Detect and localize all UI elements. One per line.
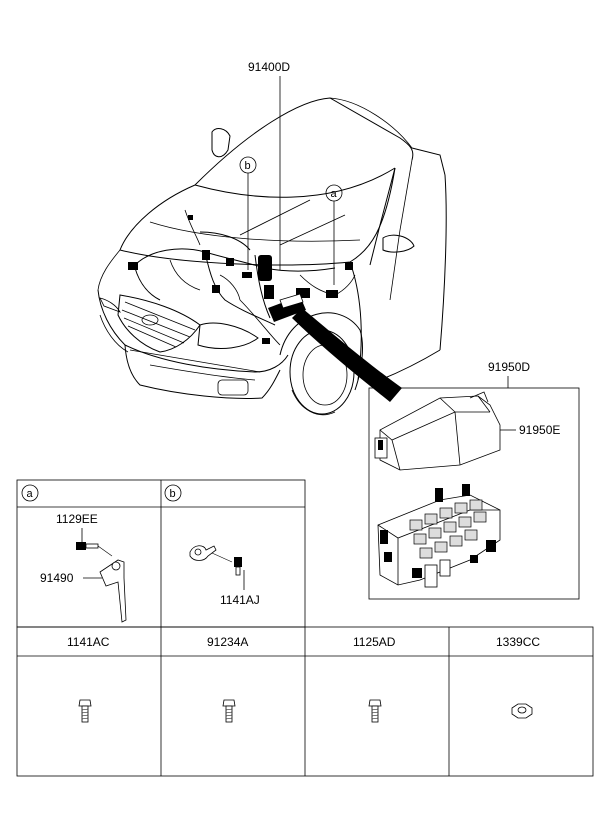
detail-b-bolt-label: 1141AJ [220, 593, 260, 607]
bolt-icon [222, 699, 236, 723]
detail-table: a b 1129EE 91490 1141AJ [16, 479, 306, 628]
nut-icon [511, 703, 533, 719]
detail-b-bolt [234, 557, 242, 576]
part-code-1: 1141AC [67, 635, 110, 649]
fuse-cover-label: 91950E [519, 423, 560, 437]
detail-b-terminal [189, 545, 217, 561]
bolt-icon [368, 699, 382, 723]
detail-a-bracket [99, 559, 127, 623]
svg-text:b: b [245, 160, 251, 172]
bolt-icon [78, 699, 92, 723]
harness-label: 91400D [248, 60, 290, 74]
marker-a: a [325, 184, 343, 285]
fuse-base [377, 484, 501, 588]
detail-a-header: a [27, 488, 34, 500]
part-code-2: 91234A [207, 635, 248, 649]
part-code-3: 1125AD [353, 635, 396, 649]
parts-table: 1141AC 91234A 1125AD 1339CC [16, 626, 594, 777]
marker-b: b [239, 156, 257, 270]
wiring-harness [128, 209, 356, 346]
detail-b-header: b [170, 488, 176, 500]
detail-a-bolt-label: 1129EE [56, 512, 98, 526]
detail-a-bolt [76, 542, 99, 550]
detail-a-marker [21, 484, 39, 502]
pointer-wedge [292, 308, 402, 402]
fuse-box-detail: 91950D 91950E [368, 360, 580, 600]
part-code-4: 1339CC [496, 635, 540, 649]
detail-b-marker [164, 484, 182, 502]
detail-a-bracket-label: 91490 [40, 571, 74, 585]
fuse-box-label: 91950D [488, 360, 530, 374]
fuse-box-frame [368, 387, 580, 600]
svg-text:a: a [331, 188, 338, 200]
car-illustration [97, 97, 447, 416]
fuse-cover [374, 391, 501, 471]
